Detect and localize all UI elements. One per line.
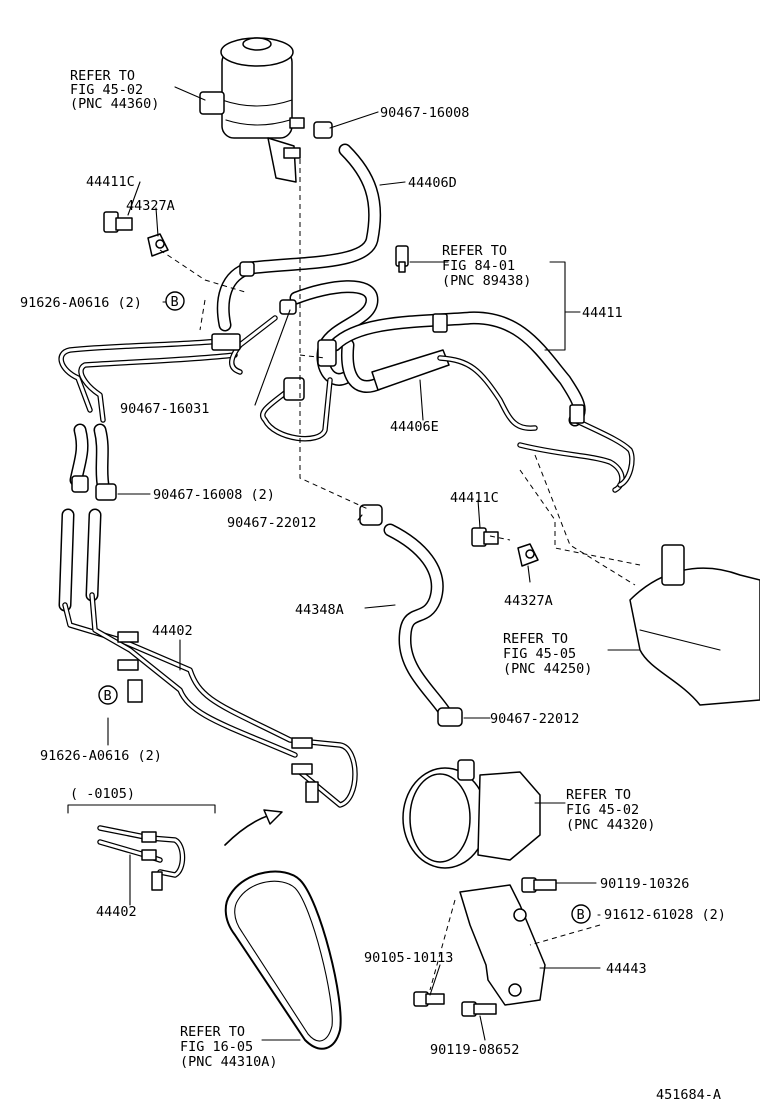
clamps — [71, 121, 585, 727]
bolt-90105-10113 — [413, 991, 445, 1007]
label-clamp-22012-a: 90467-22012 — [227, 515, 316, 531]
label-44327a-mid: 44327A — [504, 593, 553, 609]
union-bolt-44411c-mid — [471, 527, 499, 547]
label-44348a: 44348A — [295, 602, 344, 618]
hose-44348a — [383, 523, 452, 719]
label-44327a-top: 44327A — [126, 198, 175, 214]
svg-text:(PNC 89438): (PNC 89438) — [442, 273, 531, 289]
svg-text:B: B — [577, 907, 585, 923]
svg-text:FIG 16-05: FIG 16-05 — [180, 1039, 253, 1055]
label-44402: 44402 — [152, 623, 193, 639]
pipe-44402 — [62, 592, 358, 808]
bracket-44443 — [459, 884, 546, 1006]
svg-text:REFER TO: REFER TO — [70, 68, 135, 84]
label-bolt-b-bottom: 91626-A0616 (2) — [40, 748, 162, 764]
inset-box — [67, 804, 283, 891]
hose-44411 — [328, 311, 586, 427]
label-refer-pump: REFER TO FIG 45-02 (PNC 44320) — [566, 787, 655, 833]
callout-b-bottom: B — [98, 685, 118, 705]
hose-upper-small — [289, 280, 379, 386]
label-refer-reservoir: REFER TO FIG 45-02 (PNC 44360) — [70, 68, 159, 112]
drive-belt — [224, 870, 342, 1050]
svg-text:FIG 45-05: FIG 45-05 — [503, 646, 576, 662]
label-bolt-b-top: 91626-A0616 (2) — [20, 295, 142, 311]
label-inset-range: ( -0105) — [70, 786, 135, 802]
dashed-lines — [159, 150, 641, 991]
svg-text:(PNC 44320): (PNC 44320) — [566, 817, 655, 833]
steering-gear — [629, 544, 760, 706]
leader-lines — [107, 86, 641, 1041]
label-44406d: 44406D — [408, 175, 457, 191]
svg-text:FIG 84-01: FIG 84-01 — [442, 258, 515, 274]
label-bolt-10326: 90119-10326 — [600, 876, 689, 892]
pressure-sensor — [395, 245, 409, 273]
label-bolt-61028: 91612-61028 (2) — [604, 907, 726, 923]
label-44406e: 44406E — [390, 419, 439, 435]
svg-text:(PNC 44360): (PNC 44360) — [70, 96, 159, 112]
pipe-44411-right — [437, 355, 635, 493]
svg-text:REFER TO: REFER TO — [566, 787, 631, 803]
svg-text:FIG 45-02: FIG 45-02 — [70, 82, 143, 98]
svg-text:FIG 45-02: FIG 45-02 — [566, 802, 639, 818]
label-refer-sensor: REFER TO FIG 84-01 (PNC 89438) — [442, 243, 531, 289]
svg-text:(PNC 44310A): (PNC 44310A) — [180, 1054, 278, 1070]
label-bolt-08652: 90119-08652 — [430, 1042, 519, 1058]
label-44411c-mid: 44411C — [450, 490, 499, 506]
label-clamp-16008-2: 90467-16008 (2) — [153, 487, 275, 503]
label-clamp-22012-b: 90467-22012 — [490, 711, 579, 727]
union-bolt-44411c-top — [103, 211, 133, 233]
bolt-90119-10326 — [521, 877, 557, 893]
svg-text:REFER TO: REFER TO — [503, 631, 568, 647]
svg-text:(PNC 44250): (PNC 44250) — [503, 661, 592, 677]
bolt-90119-08652 — [461, 1001, 497, 1017]
label-clamp-top: 90467-16008 — [380, 105, 469, 121]
hose-return-left — [58, 423, 110, 612]
hose-44406d — [216, 143, 382, 332]
svg-text:REFER TO: REFER TO — [180, 1024, 245, 1040]
label-44411c-top: 44411C — [86, 174, 135, 190]
label-refer-belt: REFER TO FIG 16-05 (PNC 44310A) — [180, 1024, 278, 1070]
label-bolt-10113: 90105-10113 — [364, 950, 453, 966]
power-steering-pump — [402, 759, 541, 869]
svg-text:B: B — [171, 294, 179, 310]
reservoir — [199, 37, 305, 183]
label-inset-44402: 44402 — [96, 904, 137, 920]
label-clamp-16031: 90467-16031 — [120, 401, 209, 417]
callout-b-top: B — [165, 291, 185, 311]
label-refer-gear: REFER TO FIG 45-05 (PNC 44250) — [503, 631, 592, 677]
gasket-44327a-mid — [517, 543, 539, 567]
diagram-id: 451684-A — [656, 1087, 721, 1103]
svg-text:B: B — [104, 688, 112, 704]
pipe-cooler-upper — [58, 337, 238, 423]
gasket-44327a-top — [147, 233, 169, 257]
callout-b-right: B — [571, 904, 591, 924]
label-44443: 44443 — [606, 961, 647, 977]
label-44411: 44411 — [582, 305, 623, 321]
hose-44406e — [340, 338, 450, 393]
svg-text:REFER TO: REFER TO — [442, 243, 507, 259]
